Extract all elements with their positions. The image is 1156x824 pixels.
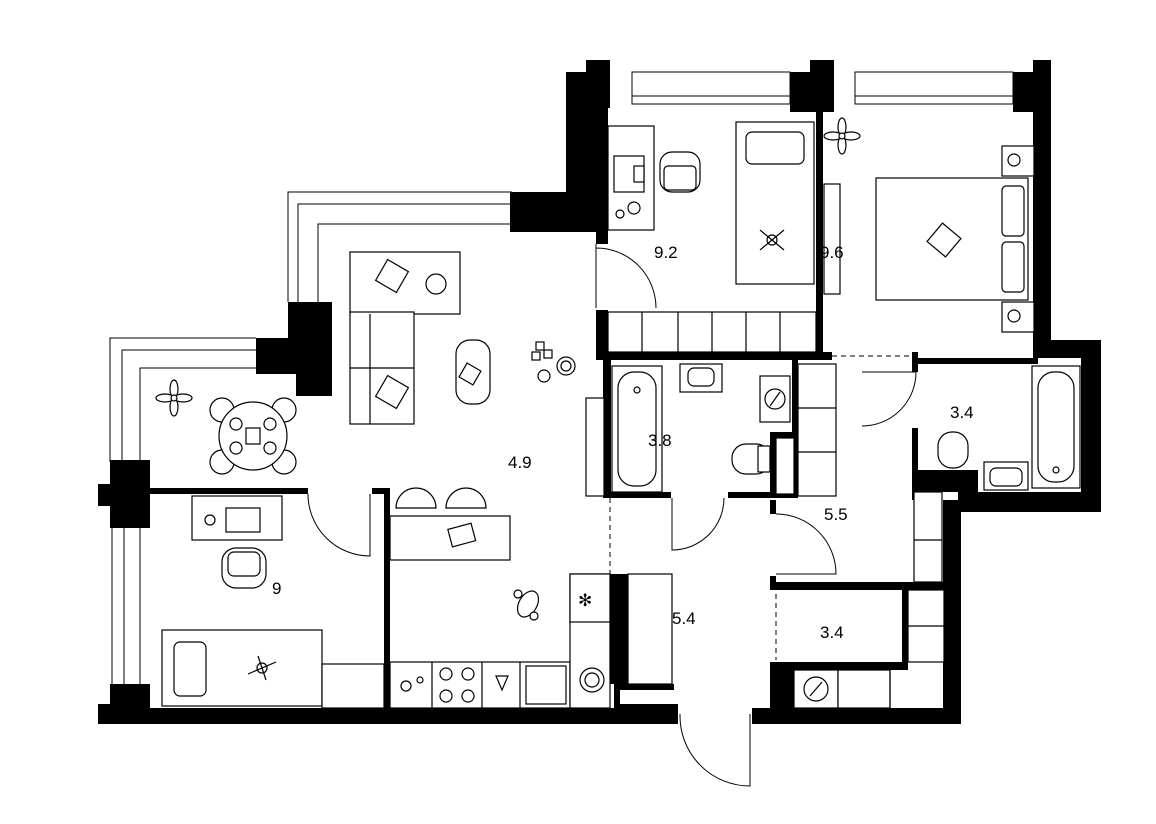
room-area-label: 9 — [272, 579, 281, 598]
storage: 3.4 — [793, 589, 945, 709]
toy-icon — [247, 655, 277, 681]
toy-icon — [425, 273, 447, 295]
room-area-label: 5.5 — [824, 505, 848, 524]
wardrobe-icon — [585, 397, 605, 497]
room-area-label: 9.6 — [820, 243, 844, 262]
toy-icon — [531, 341, 576, 383]
laptop-icon — [225, 507, 261, 533]
bathroom-second: 3.4 — [937, 365, 1081, 491]
kids-room: 9 — [161, 495, 385, 709]
stove-icon — [439, 667, 475, 703]
fridge-icon — [569, 573, 611, 623]
dining-area — [155, 379, 297, 475]
room-area-label: 4.9 — [508, 453, 532, 472]
chair-icon — [445, 487, 487, 509]
bedroom-master: 9.6 — [820, 117, 1035, 333]
room-area-label: 3.4 — [820, 623, 844, 642]
partition-lines — [607, 311, 912, 660]
door-icon — [307, 244, 917, 787]
laptop-icon — [447, 522, 477, 548]
snowflake-icon: ✻ — [578, 591, 592, 610]
window-icon — [109, 71, 1014, 684]
room-area-label: 3.4 — [950, 403, 974, 422]
bedroom-small: 9.2 — [607, 121, 815, 285]
lamp-icon — [627, 201, 641, 215]
room-area-label: 3.8 — [648, 431, 672, 450]
hallway: 5.5 — [775, 363, 943, 583]
bathroom-main: 3.8 — [611, 363, 791, 493]
room-area-label: 9.2 — [654, 243, 678, 262]
toilet-icon — [937, 431, 969, 469]
dining-table-icon — [209, 397, 297, 475]
toy-icon — [513, 589, 540, 621]
walls — [98, 60, 1101, 724]
toy-icon — [759, 229, 785, 251]
wardrobe-icon — [627, 573, 673, 685]
wardrobe-icon — [823, 183, 841, 295]
plant-icon — [155, 379, 193, 417]
plant-icon — [823, 117, 861, 155]
wardrobe-icon — [797, 363, 837, 497]
sink-icon — [525, 665, 567, 705]
kitchen: ✻ — [389, 487, 611, 709]
chair-icon — [395, 487, 437, 509]
room-area-label: 5.4 — [672, 609, 696, 628]
entrance: 5.4 — [627, 573, 696, 685]
living-room: 4.9 — [349, 251, 605, 497]
